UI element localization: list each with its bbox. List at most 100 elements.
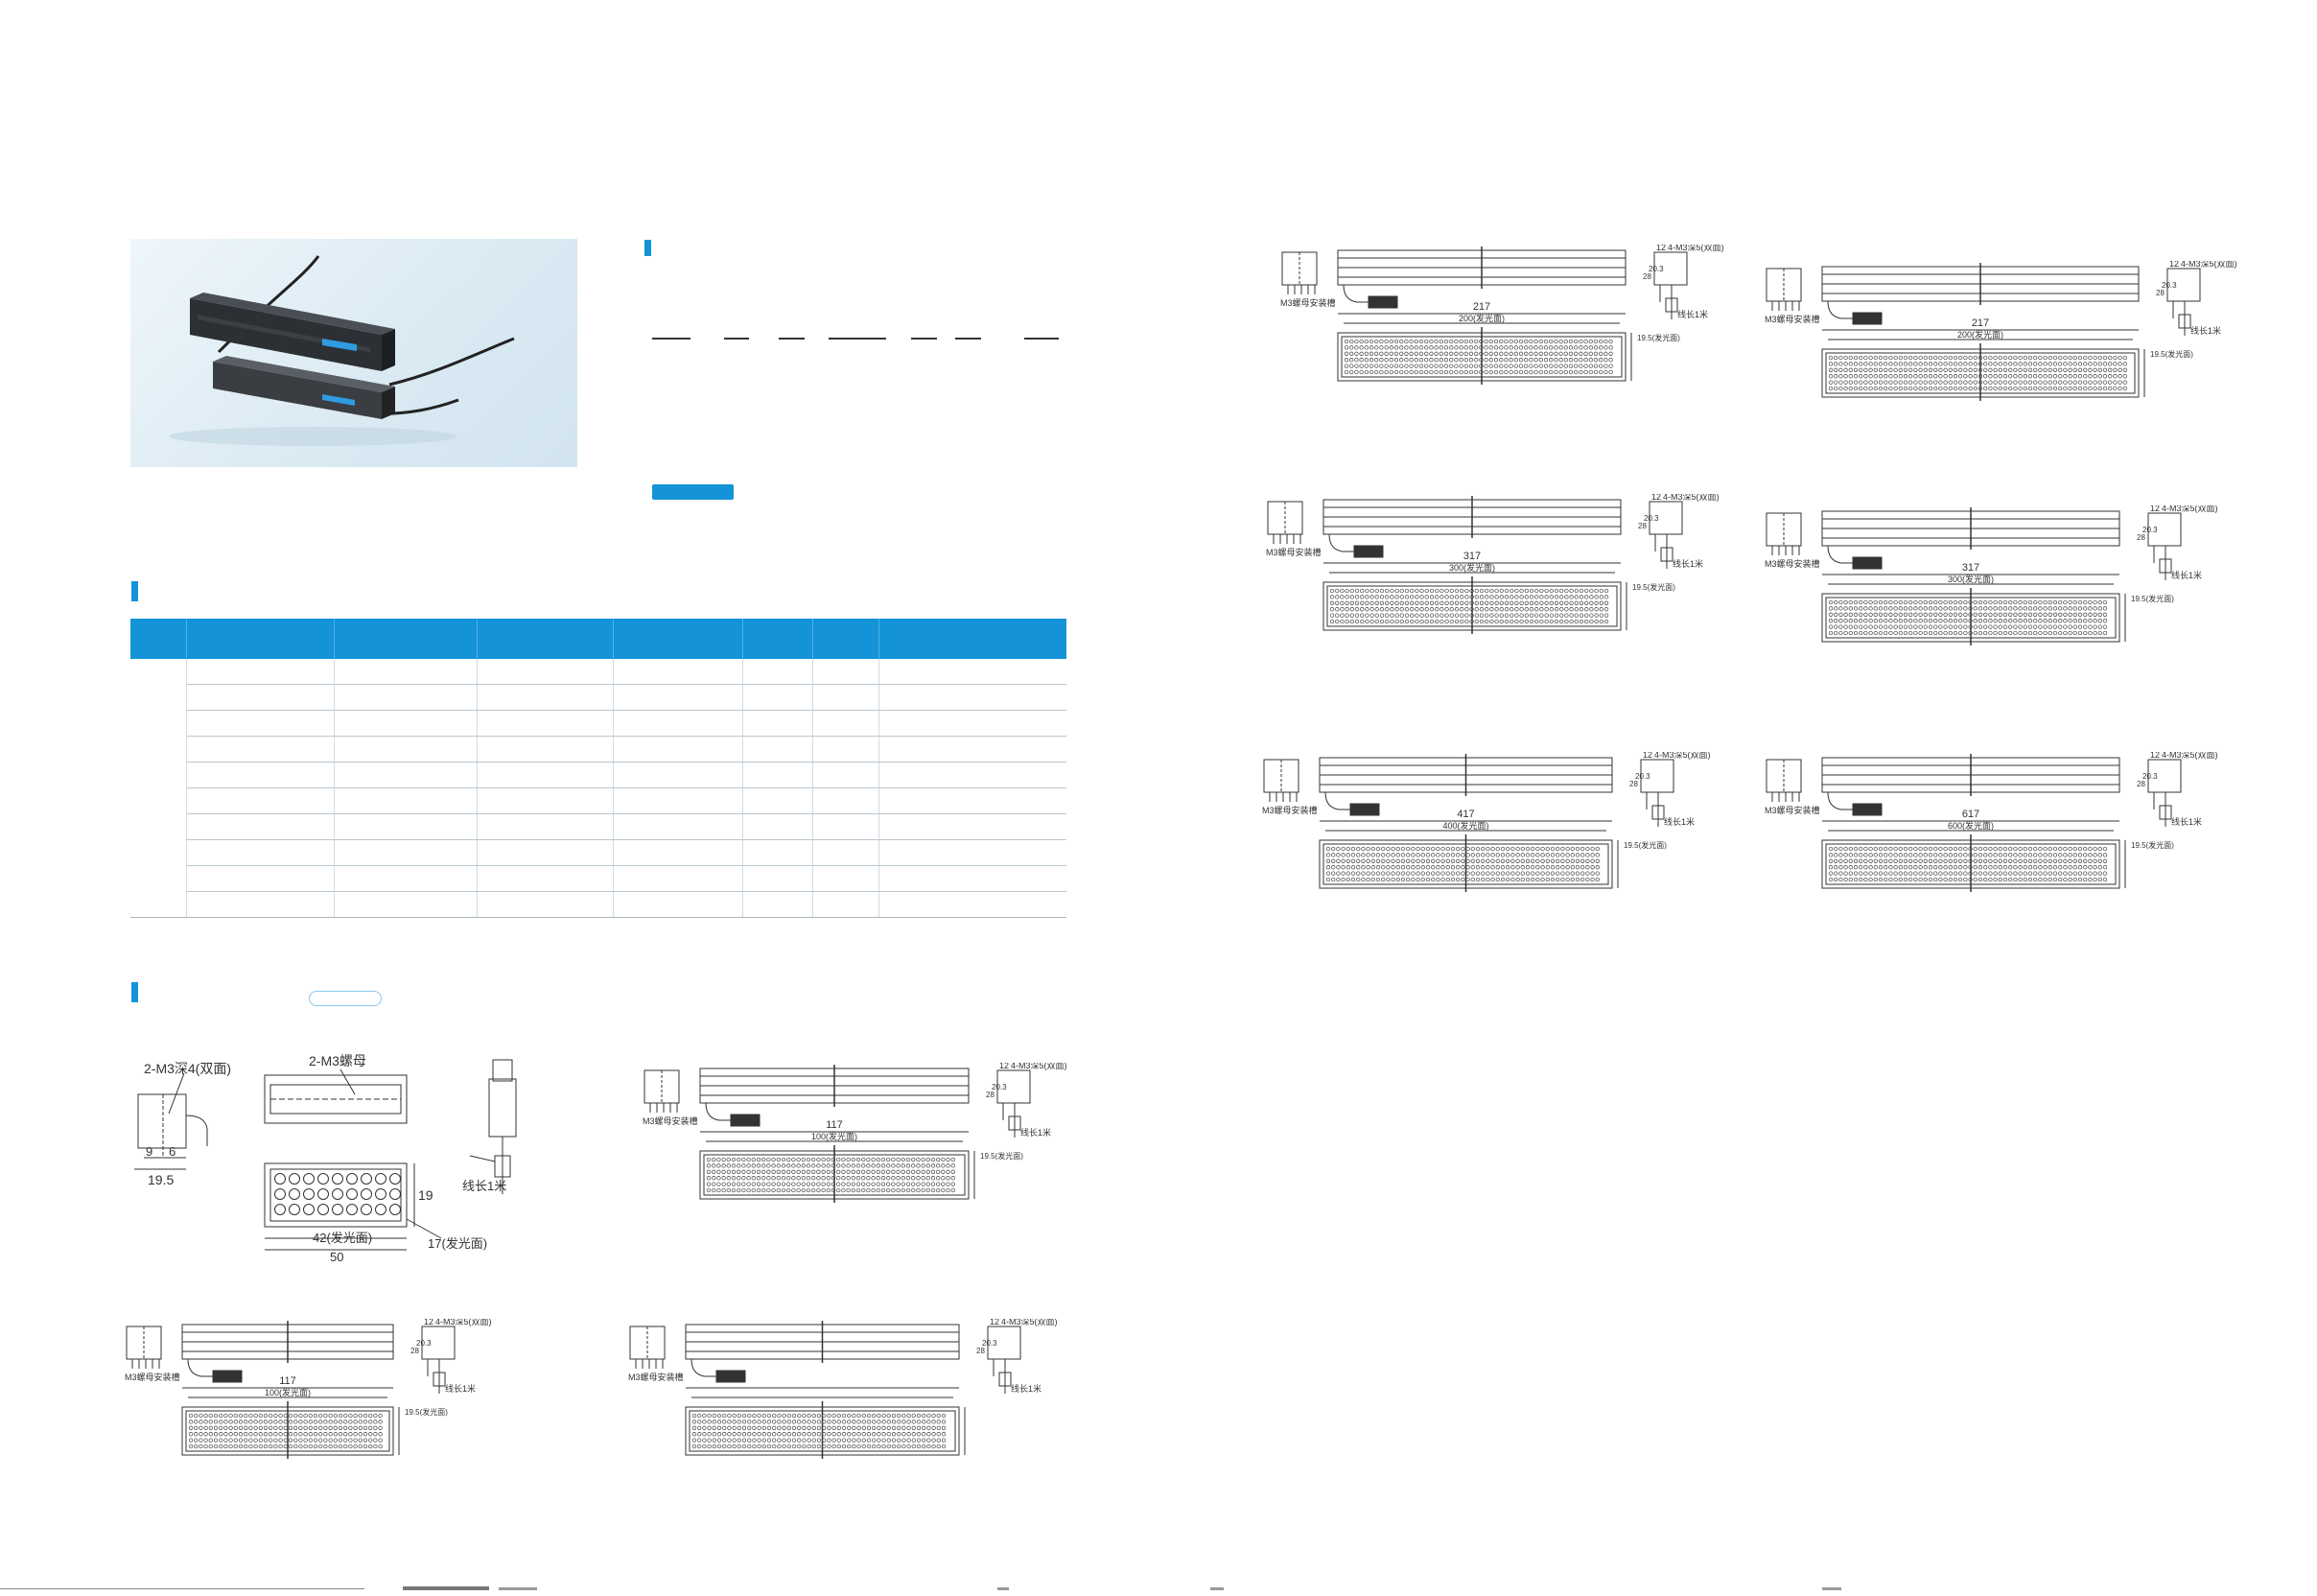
led [757, 1425, 761, 1430]
led [263, 1432, 269, 1437]
led [1834, 624, 1838, 629]
led [1554, 339, 1558, 344]
led [1490, 877, 1495, 882]
led [1943, 877, 1948, 882]
led [1439, 364, 1443, 368]
label-cable: 线长1米 [1673, 558, 1703, 569]
led [851, 1176, 855, 1181]
led [238, 1420, 244, 1424]
led [1838, 877, 1843, 882]
led [1973, 630, 1978, 636]
led [308, 1443, 313, 1449]
led [313, 1432, 318, 1437]
led [2063, 355, 2068, 361]
led [1993, 599, 1998, 605]
led [1529, 358, 1533, 363]
led [2063, 853, 2068, 857]
led [1514, 588, 1519, 594]
led [2113, 362, 2118, 366]
led [896, 1182, 901, 1186]
led [1948, 386, 1953, 391]
led [1449, 595, 1454, 599]
led [2102, 871, 2108, 876]
led [1390, 600, 1394, 605]
led [1409, 364, 1414, 368]
led [1828, 624, 1834, 629]
led [1968, 362, 1973, 366]
led [317, 1204, 329, 1215]
led [1953, 599, 1958, 605]
led [1366, 853, 1370, 857]
led [1443, 351, 1449, 356]
led [2013, 386, 2018, 391]
led [1943, 599, 1948, 605]
led [1484, 364, 1488, 368]
led [1468, 369, 1474, 375]
led [1510, 865, 1515, 870]
led [333, 1443, 338, 1449]
led [389, 1204, 401, 1215]
led [707, 1432, 712, 1437]
led [298, 1443, 303, 1449]
led [1513, 351, 1518, 356]
led [2083, 367, 2088, 372]
led [906, 1420, 911, 1424]
led [1494, 600, 1499, 605]
led [1544, 595, 1549, 599]
led [293, 1420, 298, 1424]
led [712, 1425, 716, 1430]
led [1389, 358, 1393, 363]
led [389, 1188, 401, 1200]
led [2033, 630, 2038, 636]
led [1888, 871, 1893, 876]
led [1933, 630, 1938, 636]
led [746, 1169, 751, 1174]
led [741, 1182, 746, 1186]
led [1988, 599, 1993, 605]
led [1439, 619, 1444, 624]
led [930, 1187, 936, 1193]
led [1354, 351, 1359, 356]
led [2108, 386, 2113, 391]
led [791, 1413, 797, 1419]
led [269, 1432, 273, 1437]
led [1848, 355, 1853, 361]
led [348, 1425, 353, 1430]
dim-20-3: 20.3 [1635, 772, 1650, 781]
led [2033, 624, 2038, 629]
led [2093, 606, 2097, 611]
led [911, 1432, 916, 1437]
led [1973, 858, 1978, 863]
led [2097, 380, 2102, 385]
led [776, 1157, 781, 1162]
led [278, 1420, 283, 1424]
led [223, 1443, 228, 1449]
table-header-cell [186, 619, 335, 659]
led [811, 1157, 816, 1162]
led [712, 1413, 716, 1419]
led [1390, 613, 1394, 618]
led [821, 1182, 826, 1186]
led [1838, 612, 1843, 617]
led [1429, 364, 1434, 368]
led [1973, 367, 1978, 372]
led [1863, 362, 1868, 366]
led [1963, 355, 1968, 361]
label-cable: 线长1米 [462, 1179, 506, 1193]
led [1500, 846, 1506, 852]
led [811, 1438, 816, 1443]
led [1500, 858, 1506, 863]
led [2093, 374, 2097, 379]
led [716, 1425, 722, 1430]
led [378, 1438, 383, 1443]
led [866, 1169, 871, 1174]
led [721, 1182, 726, 1186]
led [1364, 364, 1369, 368]
led [876, 1163, 880, 1168]
led [1993, 386, 1998, 391]
led [1933, 355, 1938, 361]
led [1838, 865, 1843, 870]
led [941, 1169, 946, 1174]
led [950, 1182, 955, 1186]
led [856, 1420, 861, 1424]
